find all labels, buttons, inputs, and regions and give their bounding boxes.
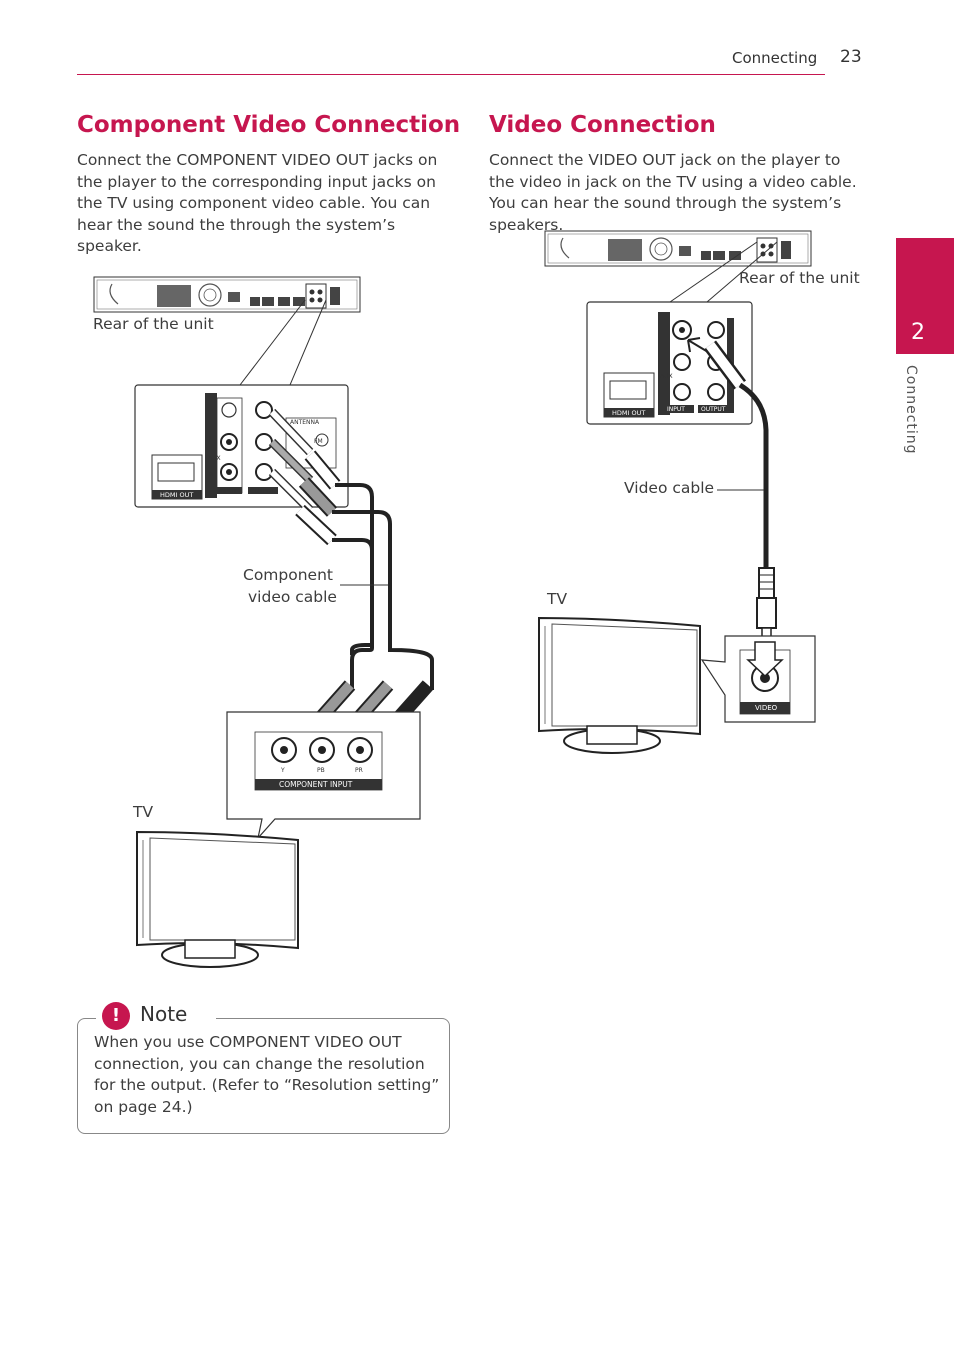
component-input-label: COMPONENT INPUT [279, 780, 353, 789]
video-cable [704, 340, 777, 641]
note-title: Note [140, 1002, 188, 1026]
note-header: ! Note [96, 1000, 216, 1030]
tv-y-label: Y [280, 767, 285, 774]
input-label: INPUT [219, 488, 237, 495]
component-tv-label: TV [133, 803, 154, 821]
component-cable-plugs-top [268, 408, 341, 546]
tv-component-input-panel [226, 711, 421, 841]
chapter-number: 2 [911, 320, 925, 345]
chapter-tab [896, 238, 954, 354]
tv-illustration-video [538, 616, 701, 754]
video-rear-label: Rear of the unit [739, 269, 860, 287]
video-tv-label: TV [547, 590, 568, 608]
component-output-panel [134, 384, 349, 508]
rear-unit-illustration-video [544, 230, 812, 267]
video-output-label: OUTPUT [701, 406, 726, 413]
video-section-body: Connect the VIDEO OUT jack on the player… [489, 151, 857, 234]
tv-video-input-panel [700, 635, 816, 723]
tv-video-label: VIDEO [755, 704, 778, 712]
running-header-section: Connecting [732, 49, 818, 67]
component-section-title: Component Video Connection [77, 112, 461, 138]
fm-label: FM [314, 438, 323, 445]
note-box [77, 1018, 450, 1134]
chapter-label: Connecting [903, 365, 919, 455]
hdmi-out-label: HDMI OUT [160, 491, 193, 499]
aux-label: AUX [208, 455, 221, 462]
tv-pb-label: PB [317, 767, 325, 774]
video-cable-label: Video cable [624, 479, 715, 497]
component-video-cable [332, 483, 434, 690]
exclamation-icon: ! [102, 1002, 130, 1030]
page-number: 23 [840, 47, 862, 67]
component-cable-label-line2: video cable [248, 588, 337, 606]
component-rear-label: Rear of the unit [93, 315, 214, 333]
video-section-title: Video Connection [489, 112, 716, 138]
output-label: OUTPUT [250, 488, 275, 495]
video-aux-label: AUX [660, 373, 673, 380]
note-body: When you use COMPONENT VIDEO OUT connect… [94, 1033, 440, 1116]
component-section-body: Connect the COMPONENT VIDEO OUT jacks on… [77, 151, 438, 256]
r-label: R [209, 471, 213, 478]
l-label: L [209, 435, 213, 442]
tv-illustration [136, 830, 299, 968]
video-input-label: INPUT [667, 406, 685, 413]
rear-unit-illustration [93, 276, 361, 313]
component-cable-label-line1: Component [243, 566, 333, 584]
video-hdmi-out-label: HDMI OUT [612, 409, 645, 417]
antenna-label: ANTENNA [290, 419, 320, 426]
tv-pr-label: PR [355, 767, 363, 774]
header-rule [77, 74, 825, 75]
